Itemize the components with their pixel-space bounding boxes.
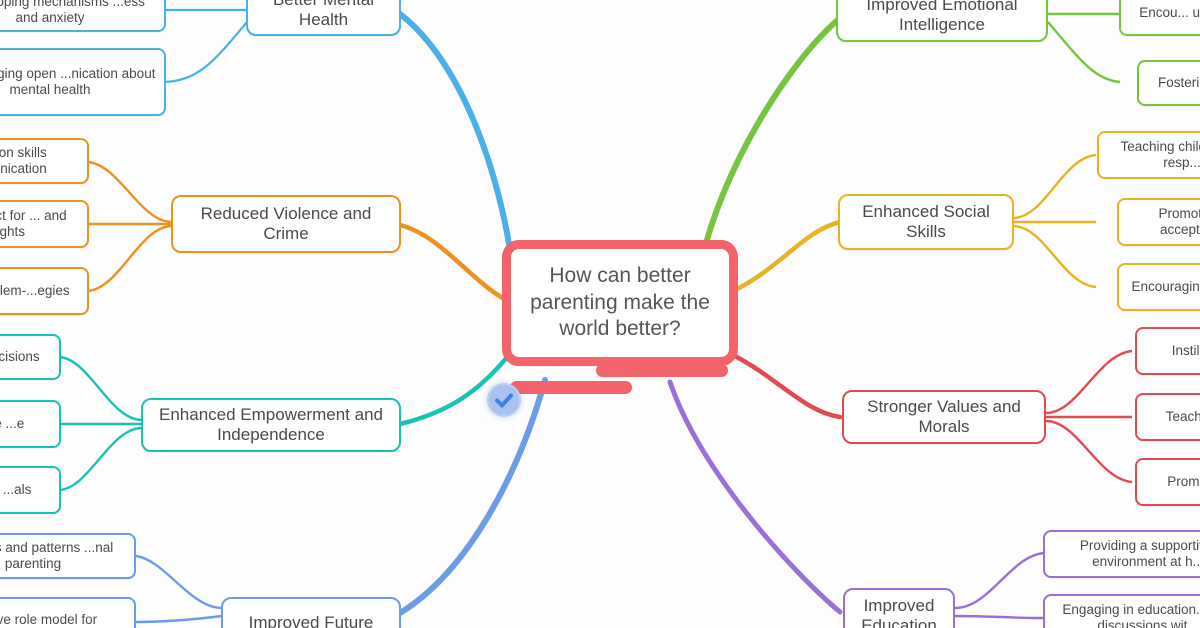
leaf-label: Teaching... co... [1165, 409, 1200, 425]
leaf-label: Encouraging ... collab... [1131, 279, 1200, 295]
leaf-label: ...sitive role model for [0, 612, 98, 628]
leaf-label: ...respect for ... and rights [0, 208, 67, 239]
leaf-label: Teaching child... and resp... [1120, 139, 1200, 170]
leaf-label: Promoting in... acceptance ... [1158, 206, 1200, 237]
branch-label: Enhanced Social Skills [862, 201, 990, 241]
leaf-node[interactable]: ...cycles and patterns ...nal parenting [0, 533, 136, 579]
leaf-node[interactable]: Promoting in... acceptance ... [1117, 198, 1200, 246]
leaf-node[interactable]: Encou... underst... [1119, 0, 1200, 36]
leaf-node[interactable]: ...ursuing ...als [0, 466, 61, 514]
leaf-label: ...ul problem-...egies [0, 283, 70, 299]
branch-node-improved-future[interactable]: Improved Future [221, 597, 401, 628]
leaf-node[interactable]: ...sitive role model for [0, 597, 136, 628]
branch-label: Improved Education [861, 595, 937, 628]
branch-node-enhanced-social-skills[interactable]: Enhanced Social Skills [838, 194, 1014, 250]
leaf-node[interactable]: Providing a supportiv... environment at … [1043, 530, 1200, 578]
leaf-node[interactable]: Teaching child... and resp... [1097, 131, 1200, 179]
leaf-label: Instilling... h... [1171, 343, 1200, 359]
leaf-node[interactable]: ...lution skills ...munication [0, 138, 89, 184]
branch-label: Improved Emotional Intelligence [866, 0, 1018, 34]
leaf-label: Encou... underst... [1139, 5, 1200, 21]
leaf-node[interactable]: Fosterin... and c... [1137, 60, 1200, 106]
leaf-label: ...ncouraging open ...nication about men… [0, 66, 156, 97]
leaf-node[interactable]: Promot... anc... [1135, 458, 1200, 506]
branch-node-enhanced-empowerment-and-independence[interactable]: Enhanced Empowerment and Independence [141, 398, 401, 452]
branch-node-improved-education[interactable]: Improved Education [843, 588, 955, 628]
leaf-node[interactable]: Instilling... h... [1135, 327, 1200, 375]
branch-node-better-mental-health[interactable]: Better Mental Health [246, 0, 401, 36]
leaf-node[interactable]: ...ncouraging open ...nication about men… [0, 48, 166, 116]
leaf-node[interactable]: ...respect for ... and rights [0, 200, 89, 248]
check-circle-icon[interactable] [487, 383, 521, 417]
leaf-label: ...ren coping mechanisms ...ess and anxi… [0, 0, 145, 25]
leaf-label: Engaging in education... and discussions… [1062, 602, 1200, 628]
leaf-node[interactable]: ...idence ...e [0, 400, 61, 448]
branch-node-improved-emotional-intelligence[interactable]: Improved Emotional Intelligence [836, 0, 1048, 42]
central-node-highlight-stroke-2 [510, 381, 632, 394]
leaf-node[interactable]: ...ul problem-...egies [0, 267, 89, 315]
branch-label: Stronger Values and Morals [867, 396, 1021, 436]
central-node-highlight-stroke [596, 364, 728, 377]
leaf-label: ...ursuing ...als [0, 482, 32, 498]
branch-label: Reduced Violence and Crime [200, 203, 372, 243]
leaf-label: ...idence ...e [0, 416, 25, 432]
central-topic-label: How can better parenting make the world … [530, 263, 710, 341]
leaf-label: Providing a supportiv... environment at … [1079, 538, 1200, 569]
leaf-node[interactable]: Teaching... co... [1135, 393, 1200, 441]
central-topic-node[interactable]: How can better parenting make the world … [502, 240, 738, 366]
leaf-node[interactable]: Encouraging ... collab... [1117, 263, 1200, 311]
branch-label: Enhanced Empowerment and Independence [159, 404, 383, 444]
branch-label: Better Mental Health [273, 0, 374, 29]
leaf-node[interactable]: Engaging in education... and discussions… [1043, 594, 1200, 628]
leaf-label: ...cycles and patterns ...nal parenting [0, 540, 114, 571]
branch-label: Improved Future [248, 612, 374, 628]
branch-node-stronger-values-and-morals[interactable]: Stronger Values and Morals [842, 390, 1046, 444]
leaf-label: Promot... anc... [1167, 474, 1200, 490]
leaf-node[interactable]: ...ink for ...cisions [0, 334, 61, 380]
leaf-node[interactable]: ...ren coping mechanisms ...ess and anxi… [0, 0, 166, 32]
leaf-label: ...ink for ...cisions [0, 349, 40, 365]
leaf-label: ...lution skills ...munication [0, 145, 47, 176]
leaf-label: Fosterin... and c... [1157, 75, 1200, 91]
branch-node-reduced-violence-and-crime[interactable]: Reduced Violence and Crime [171, 195, 401, 253]
